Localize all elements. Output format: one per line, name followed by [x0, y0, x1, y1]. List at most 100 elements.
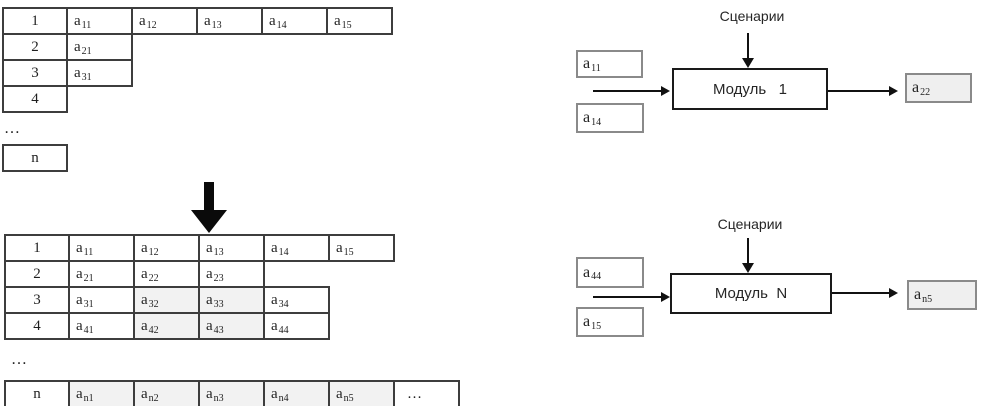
row-label: n — [2, 144, 68, 172]
row-label: 1 — [2, 7, 68, 35]
row-label: 1 — [4, 234, 70, 262]
cell-subscript: n5 — [922, 293, 933, 305]
cell-base: a — [141, 317, 148, 334]
arrow-down-icon — [742, 263, 754, 273]
cell-subscript: n3 — [213, 392, 224, 404]
cell-subscript: 44 — [278, 324, 289, 336]
cell-subscript: 32 — [148, 298, 159, 310]
cell-subscript: 11 — [591, 62, 601, 74]
input-arrow-shaft — [593, 90, 661, 92]
cell-subscript: n4 — [278, 392, 289, 404]
cell-base: a — [139, 12, 146, 29]
cell-base: a — [76, 265, 83, 282]
cell-base: a — [583, 55, 591, 72]
cell-subscript: 43 — [213, 324, 224, 336]
cell-subscript: n5 — [343, 392, 354, 404]
cell-subscript: 41 — [83, 324, 94, 336]
cell-base: a — [204, 12, 211, 29]
cell-subscript: n1 — [83, 392, 94, 404]
cell-subscript: 13 — [211, 19, 222, 31]
cell-base: a — [271, 317, 278, 334]
scenario-arrow-shaft — [747, 33, 749, 59]
row-ellipsis: … — [4, 120, 22, 137]
cell-subscript: 42 — [148, 324, 159, 336]
row-label: 3 — [2, 59, 68, 87]
cell-base: a — [206, 291, 213, 308]
transform-arrow-icon — [191, 182, 228, 233]
cell-subscript: 15 — [591, 320, 602, 332]
row-label: 3 — [4, 286, 70, 314]
module-box: Модуль 1 — [672, 68, 828, 110]
matrix-cell: … — [393, 380, 460, 406]
cell-base: a — [76, 317, 83, 334]
matrix-row: 4 — [2, 85, 393, 113]
output-arrow-shaft — [828, 90, 889, 92]
cell-subscript: 34 — [278, 298, 289, 310]
cell-base: a — [141, 265, 148, 282]
output-arrow-shaft — [832, 292, 889, 294]
cell-base: a — [206, 265, 213, 282]
cell-base: a — [334, 12, 341, 29]
cell-base: a — [206, 317, 213, 334]
transform-arrow-shaft — [204, 182, 214, 212]
cell-base: a — [269, 12, 276, 29]
cell-base: a — [76, 239, 83, 256]
cell-subscript: n2 — [148, 392, 159, 404]
cell-subscript: 11 — [81, 19, 92, 31]
cell-subscript: 12 — [146, 19, 157, 31]
module-box: Модуль N — [670, 273, 832, 314]
cell-base: a — [74, 64, 81, 81]
row-label: 4 — [4, 312, 70, 340]
cell-subscript: 14 — [591, 116, 602, 128]
cell-subscript: 31 — [81, 71, 92, 83]
row-ellipsis: … — [11, 351, 29, 368]
cell-base: a — [336, 385, 343, 402]
cell-subscript: 33 — [213, 298, 224, 310]
cell-base: a — [914, 286, 922, 303]
cell-base: a — [141, 385, 148, 402]
row-label: 2 — [2, 33, 68, 61]
cell-subscript: 21 — [81, 45, 92, 57]
cell-base: a — [141, 239, 148, 256]
cell-base: a — [583, 313, 591, 330]
arrow-right-icon — [889, 86, 898, 96]
cell-subscript: 44 — [591, 271, 602, 282]
cell-base: a — [141, 291, 148, 308]
cell-base: a — [912, 79, 920, 96]
arrow-right-icon — [661, 292, 670, 302]
